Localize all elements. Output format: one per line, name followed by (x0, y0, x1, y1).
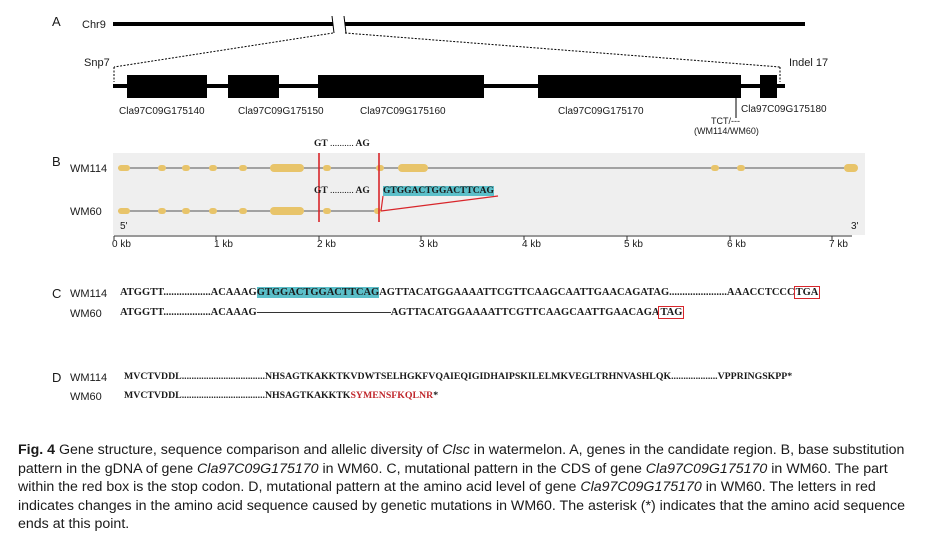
gene-box-4 (538, 75, 741, 98)
exon (239, 165, 247, 171)
gene-box-5 (760, 75, 777, 98)
exon (323, 165, 331, 171)
panel-a-gene-map (113, 15, 805, 118)
exon (158, 165, 166, 171)
panel-b-letter: B (52, 154, 61, 169)
exon (118, 165, 130, 171)
wm60-exons (118, 207, 381, 215)
exon (182, 208, 190, 214)
five-prime-label: 5' (120, 221, 128, 232)
gt-mid-label: GT .......... AG (314, 186, 370, 196)
gene-box-2 (228, 75, 279, 98)
panel-a-letter: A (52, 14, 61, 29)
aa-label-wm60: WM60 (70, 391, 102, 403)
three-prime-label: 3' (851, 221, 859, 232)
inserted-sequence-box: GTGGACTGGACTTCAG (383, 186, 494, 196)
callout-line-2 (380, 195, 499, 212)
kb-ticks (113, 236, 833, 240)
chr-label: Chr9 (82, 19, 106, 31)
break-mark-right (343, 15, 347, 34)
stop-codon-box: TGA (793, 286, 821, 299)
zoom-line-right (344, 32, 781, 68)
exon (158, 208, 166, 214)
gene-label-4: Cla97C09G175170 (558, 106, 644, 117)
exon (209, 208, 217, 214)
tick-label-0: 0 kb (112, 239, 131, 250)
panel-b-gene-structure (113, 153, 865, 240)
tick-label-2: 2 kb (317, 239, 336, 250)
panel-c-letter: C (52, 286, 62, 301)
tick-label-6: 6 kb (727, 239, 746, 250)
exon (844, 164, 858, 172)
gene-box-1 (127, 75, 207, 98)
exon (323, 208, 331, 214)
indel-label: Indel 17 (789, 57, 829, 69)
aa-wm60-sequence: MVCTVDDL................................… (124, 390, 439, 401)
zoom-line-left (113, 32, 334, 68)
gene-label-5: Cla97C09G175180 (741, 104, 827, 115)
break-mark-left (331, 15, 335, 34)
exon (270, 164, 304, 172)
cds-wm114-sequence: ATGGTT..................ACAAAGGTGGACTGGA… (120, 286, 821, 299)
snp-label: Snp7 (84, 57, 110, 69)
indel-note-1: TCT/--- (711, 116, 740, 126)
tick-label-3: 3 kb (419, 239, 438, 250)
tick-label-5: 5 kb (624, 239, 643, 250)
wm114-exons (118, 164, 858, 172)
exon (209, 165, 217, 171)
gene-label-3: Cla97C09G175160 (360, 106, 446, 117)
exon (118, 208, 130, 214)
gene-label-1: Cla97C09G175140 (119, 106, 205, 117)
gene-label-2: Cla97C09G175150 (238, 106, 324, 117)
aa-changed-residues: SYMENSFKQLNR (350, 390, 434, 401)
exon (270, 207, 304, 215)
figure-caption: Fig. 4 Gene structure, sequence comparis… (18, 442, 905, 533)
exon (374, 208, 381, 214)
panel-d-letter: D (52, 370, 62, 385)
exon (711, 165, 719, 171)
deletion-line (256, 312, 391, 314)
exon (182, 165, 190, 171)
cds-insert-highlight: GTGGACTGGACTTCAG (256, 287, 380, 298)
cds-label-wm60: WM60 (70, 308, 102, 320)
stop-codon-box: TAG (658, 306, 685, 319)
exon (737, 165, 745, 171)
row-label-wm114: WM114 (70, 163, 108, 175)
exon (376, 165, 384, 171)
exon (398, 164, 428, 172)
callout-line-1 (380, 195, 384, 212)
cds-label-wm114: WM114 (70, 288, 108, 300)
aa-wm114-sequence: MVCTVDDL................................… (124, 371, 793, 382)
gene-box-3 (318, 75, 484, 98)
gt-top-label: GT .......... AG (314, 139, 370, 149)
exon (239, 208, 247, 214)
indel-note-2: (WM114/WM60) (694, 126, 759, 136)
aa-label-wm114: WM114 (70, 372, 108, 384)
tick-label-7: 7 kb (829, 239, 848, 250)
row-label-wm60: WM60 (70, 206, 102, 218)
tick-label-4: 4 kb (522, 239, 541, 250)
tick-label-1: 1 kb (214, 239, 233, 250)
